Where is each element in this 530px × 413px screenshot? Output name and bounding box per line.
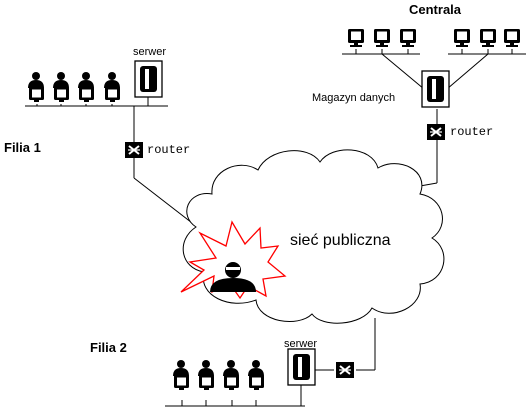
filia1-label: Filia 1 — [4, 140, 41, 155]
data-warehouse-label: Magazyn danych — [312, 92, 396, 104]
user-at-desk-icon — [198, 360, 214, 390]
public-network-label: sieć publiczna — [290, 232, 391, 249]
server-tower-icon[interactable] — [287, 348, 316, 386]
server-label-filia1: serwer — [133, 46, 167, 58]
user-at-desk-icon — [248, 360, 264, 390]
user-at-desk-icon — [173, 360, 189, 390]
filia2-label: Filia 2 — [90, 340, 127, 355]
filia1-workstations — [28, 72, 120, 102]
user-at-desk-icon — [104, 72, 120, 102]
computer-monitor-icon — [454, 29, 470, 47]
intruder-burst-icon — [180, 220, 287, 300]
user-at-desk-icon — [53, 72, 69, 102]
computer-monitor-icon — [504, 29, 520, 47]
computer-monitor-icon — [374, 29, 390, 47]
router-label-filia1: router — [147, 143, 191, 157]
hacker-icon — [210, 262, 256, 292]
router-icon[interactable] — [124, 141, 144, 159]
router-icon[interactable] — [335, 361, 355, 379]
server-tower-icon[interactable] — [134, 60, 163, 98]
user-at-desk-icon — [223, 360, 239, 390]
user-at-desk-icon — [28, 72, 44, 102]
computer-monitor-icon — [480, 29, 496, 47]
computer-monitor-icon — [400, 29, 416, 47]
computer-monitor-icon — [348, 29, 364, 47]
connection-lines — [25, 49, 526, 407]
server-label-filia2: serwer — [284, 338, 318, 350]
centrala-label: Centrala — [409, 2, 462, 17]
router-icon[interactable] — [426, 123, 446, 141]
router-label-centrala: router — [450, 125, 494, 139]
centrala-workstations — [348, 29, 520, 47]
server-tower-icon[interactable] — [421, 70, 450, 108]
user-at-desk-icon — [78, 72, 94, 102]
filia2-workstations — [173, 360, 264, 390]
